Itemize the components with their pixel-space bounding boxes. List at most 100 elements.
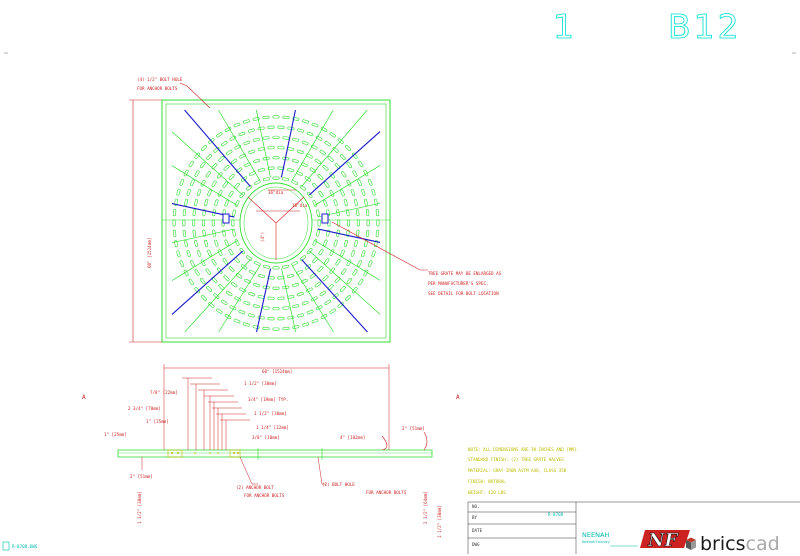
grate-slot bbox=[357, 259, 362, 267]
left-vertical-dim: 1 1/2" [38mm] bbox=[137, 491, 142, 524]
grate-slot bbox=[206, 154, 212, 161]
anchor-bolt-note2: FOR ANCHOR BOLTS bbox=[244, 493, 285, 498]
grate-slot bbox=[296, 269, 303, 275]
tb-row-no: NO. bbox=[472, 504, 480, 509]
grate-slot bbox=[355, 229, 360, 237]
grate-slot bbox=[233, 318, 241, 324]
grate-slot bbox=[267, 317, 275, 321]
grate-slot bbox=[184, 198, 188, 206]
grate-slot bbox=[326, 209, 330, 217]
grate-slot bbox=[346, 277, 353, 285]
grate-slot bbox=[272, 307, 280, 311]
grate-slot bbox=[277, 166, 285, 170]
grate-slot bbox=[243, 322, 250, 327]
grate-slot bbox=[287, 126, 295, 131]
grate-slot bbox=[329, 190, 335, 197]
dim-10: 4" [102mm] bbox=[340, 435, 365, 440]
grate-slot bbox=[252, 117, 260, 121]
tb-ref: R-8708 bbox=[548, 512, 564, 517]
grate-slot bbox=[306, 309, 314, 315]
grate-slot bbox=[236, 273, 243, 279]
grate-slot bbox=[232, 209, 236, 217]
grate-slot bbox=[247, 313, 255, 318]
grate-slot bbox=[358, 160, 364, 168]
grate-slot bbox=[228, 173, 235, 180]
grate-slot bbox=[172, 219, 176, 227]
grate-slot bbox=[222, 181, 228, 188]
grate-slot bbox=[287, 294, 295, 299]
grate-spoke bbox=[314, 240, 381, 281]
grate-slot bbox=[357, 179, 362, 187]
grate-slot bbox=[229, 305, 237, 311]
section-marker-left: A bbox=[82, 394, 86, 401]
grate-slot bbox=[267, 125, 275, 129]
grate-slot bbox=[340, 189, 345, 197]
grate-slot bbox=[343, 199, 348, 207]
tb-division: Neenah Foundry bbox=[582, 540, 610, 544]
dim-8: 1" [25mm] bbox=[104, 432, 127, 437]
grate-spoke bbox=[184, 259, 251, 333]
grate-slot bbox=[258, 273, 265, 279]
grate-slot bbox=[320, 127, 328, 132]
grate-slot bbox=[347, 219, 351, 227]
grate-slot bbox=[356, 219, 360, 227]
anchor-bolt-note1: (2) ANCHOR BOLT bbox=[236, 485, 274, 490]
grate-slot bbox=[326, 229, 330, 237]
dim-6: 1" [25mm] bbox=[146, 419, 169, 424]
bolt-detail-right bbox=[229, 449, 241, 458]
grate-spoke bbox=[171, 250, 244, 315]
grate-slot bbox=[324, 181, 330, 188]
grate-slot bbox=[248, 149, 256, 155]
grate-slot bbox=[186, 250, 191, 258]
grate-slot bbox=[306, 287, 313, 293]
grate-spoke bbox=[291, 265, 334, 333]
neenah-logo-mark: NF bbox=[647, 530, 678, 551]
grate-slot bbox=[179, 179, 185, 186]
grate-section-body bbox=[117, 449, 433, 458]
note-1: NOTE: ALL DIMENSIONS ARE IN INCHES AND [… bbox=[468, 447, 579, 452]
grate-slot bbox=[262, 177, 270, 182]
grate-slot bbox=[287, 147, 295, 152]
grate-slot bbox=[306, 153, 313, 159]
grate-slot bbox=[329, 249, 335, 256]
grate-spoke bbox=[218, 109, 261, 181]
grate-slot bbox=[216, 172, 223, 179]
grate-slot bbox=[231, 282, 238, 288]
grate-slot bbox=[222, 258, 228, 265]
grate-slot bbox=[176, 188, 181, 196]
grate-slot bbox=[272, 266, 280, 270]
right-callout-line3: SEE DETAIL FOR BOLT LOCATION bbox=[428, 291, 499, 296]
grate-slot bbox=[192, 209, 197, 217]
grate-slot bbox=[267, 146, 275, 150]
grate-slot bbox=[340, 249, 345, 257]
grate-slot bbox=[374, 198, 378, 206]
grate-slot bbox=[352, 287, 358, 294]
grate-slot bbox=[213, 293, 220, 299]
grate-slot bbox=[371, 188, 376, 196]
grate-slot bbox=[246, 255, 253, 261]
grate-slot bbox=[346, 259, 352, 267]
grate-slot bbox=[319, 149, 326, 156]
grate-slot bbox=[196, 189, 202, 196]
grate-slot bbox=[186, 188, 191, 196]
grate-slot bbox=[201, 219, 205, 227]
grate-spoke bbox=[171, 228, 235, 244]
grate-slot bbox=[287, 273, 294, 279]
grate-slot bbox=[228, 190, 234, 198]
grate-slot bbox=[202, 209, 206, 217]
dim-3: 1 1/2" [38mm] bbox=[254, 411, 287, 416]
grate-slot bbox=[253, 282, 261, 288]
grate-slot bbox=[315, 135, 323, 141]
grate-slot bbox=[194, 199, 199, 206]
grate-slot bbox=[204, 239, 209, 247]
right-vertical-dim: 2 1/2" [64mm] bbox=[423, 491, 428, 524]
far-right-vertical-dim: 1 1/2" [38mm] bbox=[437, 505, 442, 538]
grate-slot bbox=[216, 308, 223, 314]
grate-slot bbox=[301, 300, 309, 306]
grate-slot bbox=[222, 229, 226, 237]
grate-slot bbox=[291, 180, 299, 185]
grate-slot bbox=[211, 163, 218, 170]
grate-slot bbox=[272, 156, 280, 160]
grate-slot bbox=[323, 199, 328, 207]
grate-slot bbox=[174, 240, 178, 248]
